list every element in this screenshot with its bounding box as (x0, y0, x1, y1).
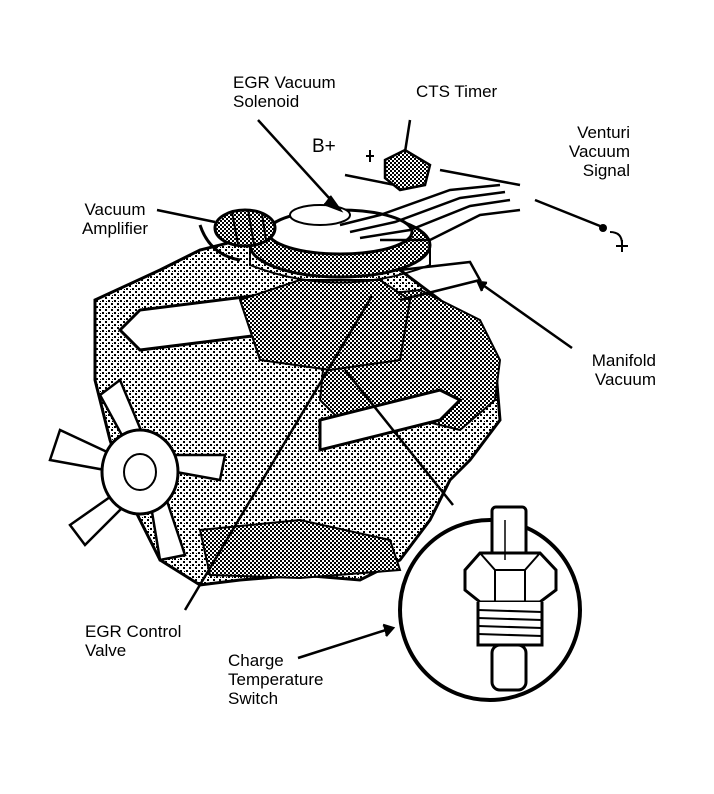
label-b-plus: B+ (312, 137, 336, 156)
label-line: Charge (228, 651, 284, 670)
label-cts-timer: CTS Timer (416, 82, 497, 101)
leader-lines (156, 119, 573, 660)
label-charge-temperature-switch: Charge Temperature Switch (228, 651, 323, 708)
label-manifold-vacuum: Manifold Vacuum (570, 351, 656, 389)
label-line: Manifold (591, 351, 656, 370)
label-line: Switch (228, 689, 279, 708)
label-egr-vacuum-solenoid: EGR Vacuum Solenoid (233, 73, 336, 111)
label-egr-control-valve: EGR Control Valve (85, 622, 181, 660)
label-line: EGR Control (85, 622, 182, 641)
cts-timer-part (366, 148, 432, 192)
label-line: Venturi (577, 123, 630, 142)
label-line: Solenoid (233, 92, 300, 111)
label-venturi-vacuum-signal: Venturi Vacuum Signal (540, 123, 630, 180)
detail-callout (398, 505, 582, 702)
label-line: B+ (312, 136, 336, 157)
label-line: CTS Timer (416, 82, 498, 101)
cooling-fan (48, 378, 227, 562)
label-line: Signal (582, 161, 630, 180)
label-line: EGR Vacuum (233, 73, 336, 92)
label-vacuum-amplifier: Vacuum Amplifier (70, 200, 160, 238)
label-line: Vacuum (568, 142, 630, 161)
label-line: Vacuum (594, 370, 656, 389)
charge-temperature-switch-part (463, 505, 558, 692)
label-line: Amplifier (81, 219, 149, 238)
vacuum-amplifier-part (198, 208, 277, 262)
label-line: Valve (85, 641, 127, 660)
vacuum-lines (339, 168, 521, 302)
label-line: Temperature (228, 670, 324, 689)
ground-wire (534, 198, 628, 252)
label-line: Vacuum (84, 200, 146, 219)
